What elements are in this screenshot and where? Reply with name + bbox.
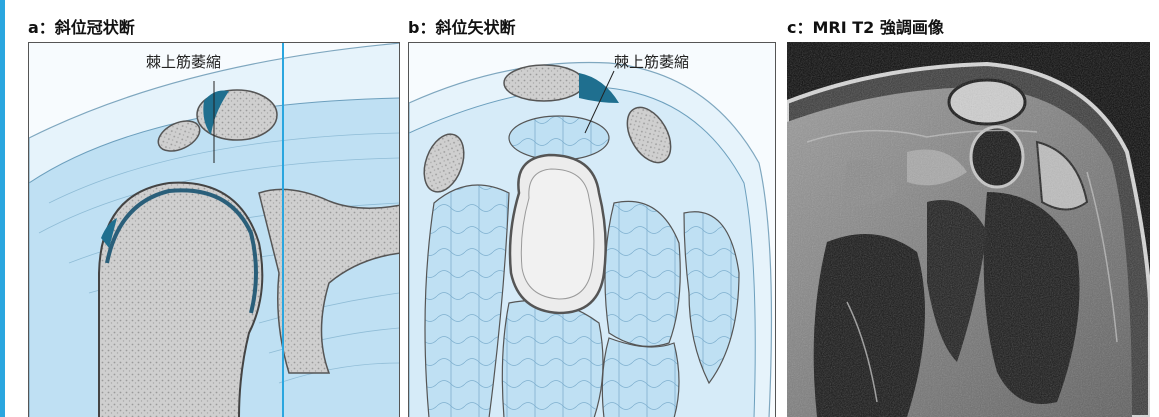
mri-t2-image xyxy=(787,42,1150,417)
oblique-coronal-illustration xyxy=(29,43,400,417)
panel-b-illustration: 棘上筋萎縮 xyxy=(408,42,776,417)
panel-a-illustration: 棘上筋萎縮 xyxy=(28,42,400,417)
supraspinatus-atrophy-label-a: 棘上筋萎縮 xyxy=(146,51,221,72)
oblique-sagittal-illustration xyxy=(409,43,776,417)
accent-rule xyxy=(0,0,5,417)
caption-c: c：MRI T2 強調画像 xyxy=(787,14,944,36)
mri-scan-graphic xyxy=(787,42,1150,417)
caption-b: b：斜位矢状断 xyxy=(408,14,515,36)
supraspinatus-atrophy-label-b: 棘上筋萎縮 xyxy=(614,51,689,72)
caption-a: a：斜位冠状断 xyxy=(28,14,135,36)
